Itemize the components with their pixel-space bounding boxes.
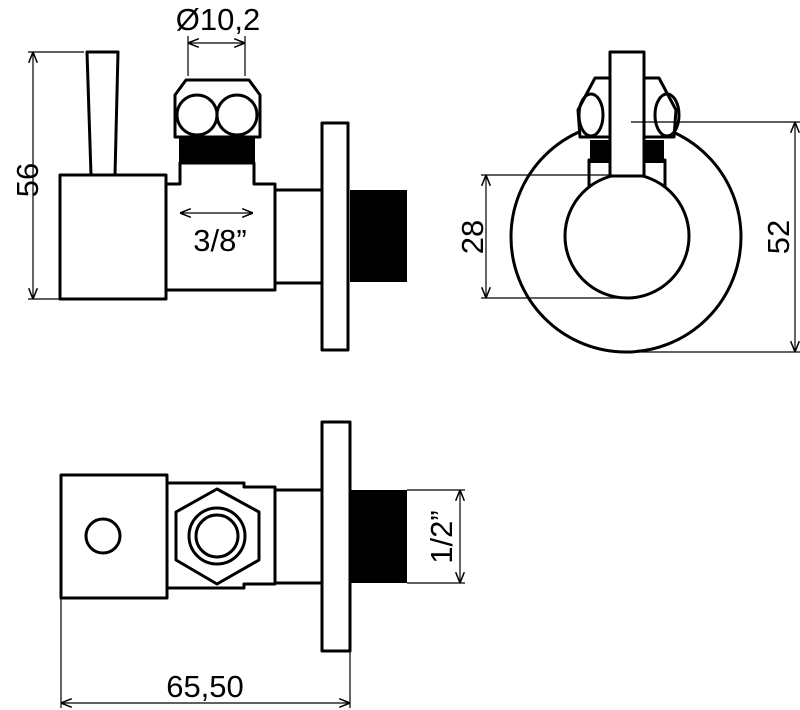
- body-circle: [563, 172, 691, 300]
- inlet-thread-top: [350, 490, 407, 583]
- front-view: 56 Ø10,2 3/8”: [10, 2, 407, 352]
- label-outlet-thread: 3/8”: [193, 223, 246, 258]
- thread-right: [641, 140, 664, 163]
- connector-top: [273, 488, 324, 585]
- thread-left: [590, 140, 613, 163]
- nut-left-face: [577, 92, 605, 138]
- nut-right: [642, 76, 678, 139]
- handle-lever: [85, 50, 120, 177]
- connector: [273, 188, 324, 285]
- handle-block: [58, 173, 168, 301]
- wall-flange-top: [320, 420, 352, 653]
- label-inlet-thread: 1/2”: [424, 510, 459, 563]
- nut-face-right: [215, 93, 259, 137]
- nut-right-face: [653, 92, 681, 138]
- wall-flange: [320, 121, 350, 352]
- nut-ring-outer: [187, 506, 247, 566]
- handle-block-top: [59, 473, 169, 600]
- label-inner: 28: [455, 220, 490, 254]
- nut-ring-inner: [194, 513, 240, 559]
- inlet-thread: [350, 190, 407, 282]
- handle-lever-side: [608, 50, 646, 178]
- valve-body: [164, 161, 277, 292]
- side-view: 28 52: [455, 50, 800, 354]
- label-nut-diameter: Ø10,2: [176, 2, 260, 37]
- top-view: 1/2” 65,50: [59, 420, 465, 708]
- hex-nut-top: [174, 487, 261, 586]
- label-outer: 52: [761, 220, 796, 254]
- handle-hole: [84, 517, 122, 555]
- label-height: 56: [10, 163, 45, 197]
- outlet-thread: [179, 136, 255, 164]
- label-total-length: 65,50: [166, 669, 244, 704]
